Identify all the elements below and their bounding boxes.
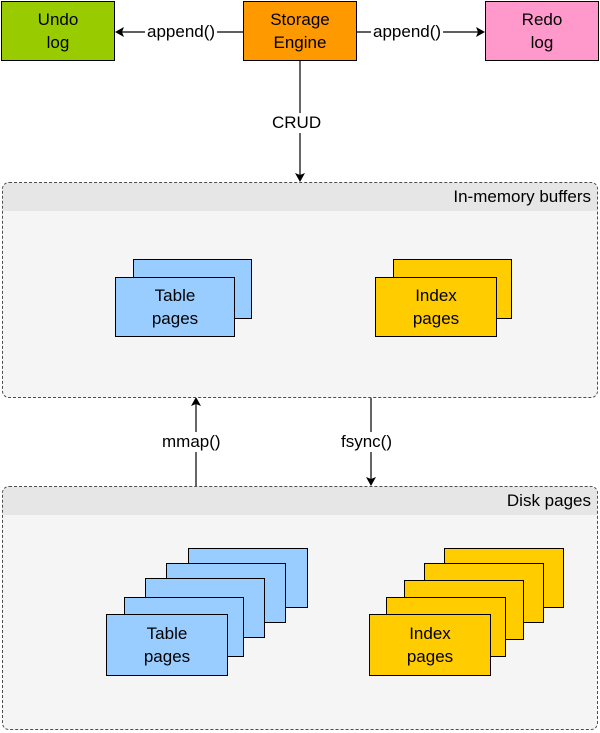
fsync-label: fsync() — [339, 432, 394, 452]
arrowhead-fsync — [366, 477, 376, 486]
undo-log-node: Undo log — [1, 1, 115, 61]
arrowhead-undo — [115, 27, 124, 37]
disk-index-pages: Index pages — [369, 614, 491, 676]
disk-table-pages: Table pages — [106, 614, 228, 676]
crud-label: CRUD — [270, 113, 324, 133]
arrowhead-crud — [295, 173, 305, 182]
undo-log-label: Undo log — [37, 10, 79, 52]
storage-engine-label: Storage Engine — [270, 10, 330, 52]
arrowhead-redo — [476, 27, 485, 37]
in-memory-buffers-title: In-memory buffers — [453, 187, 591, 206]
in-memory-buffers-header: In-memory buffers — [3, 183, 597, 211]
memory-table-pages-label: Table pages — [151, 286, 199, 328]
disk-pages-header: Disk pages — [3, 487, 597, 515]
memory-table-pages: Table pages — [115, 277, 235, 337]
redo-log-label: Redo log — [521, 10, 563, 52]
storage-engine-node: Storage Engine — [243, 1, 357, 61]
disk-table-pages-label: Table pages — [143, 624, 191, 666]
append-redo-label: append() — [371, 22, 444, 42]
redo-log-node: Redo log — [485, 1, 599, 61]
disk-index-pages-label: Index pages — [406, 624, 454, 666]
memory-index-pages: Index pages — [375, 277, 497, 337]
disk-pages-title: Disk pages — [506, 491, 591, 510]
mmap-label: mmap() — [160, 432, 223, 452]
memory-index-pages-label: Index pages — [412, 286, 460, 328]
append-undo-label: append() — [145, 22, 218, 42]
arrowhead-mmap — [191, 397, 201, 406]
